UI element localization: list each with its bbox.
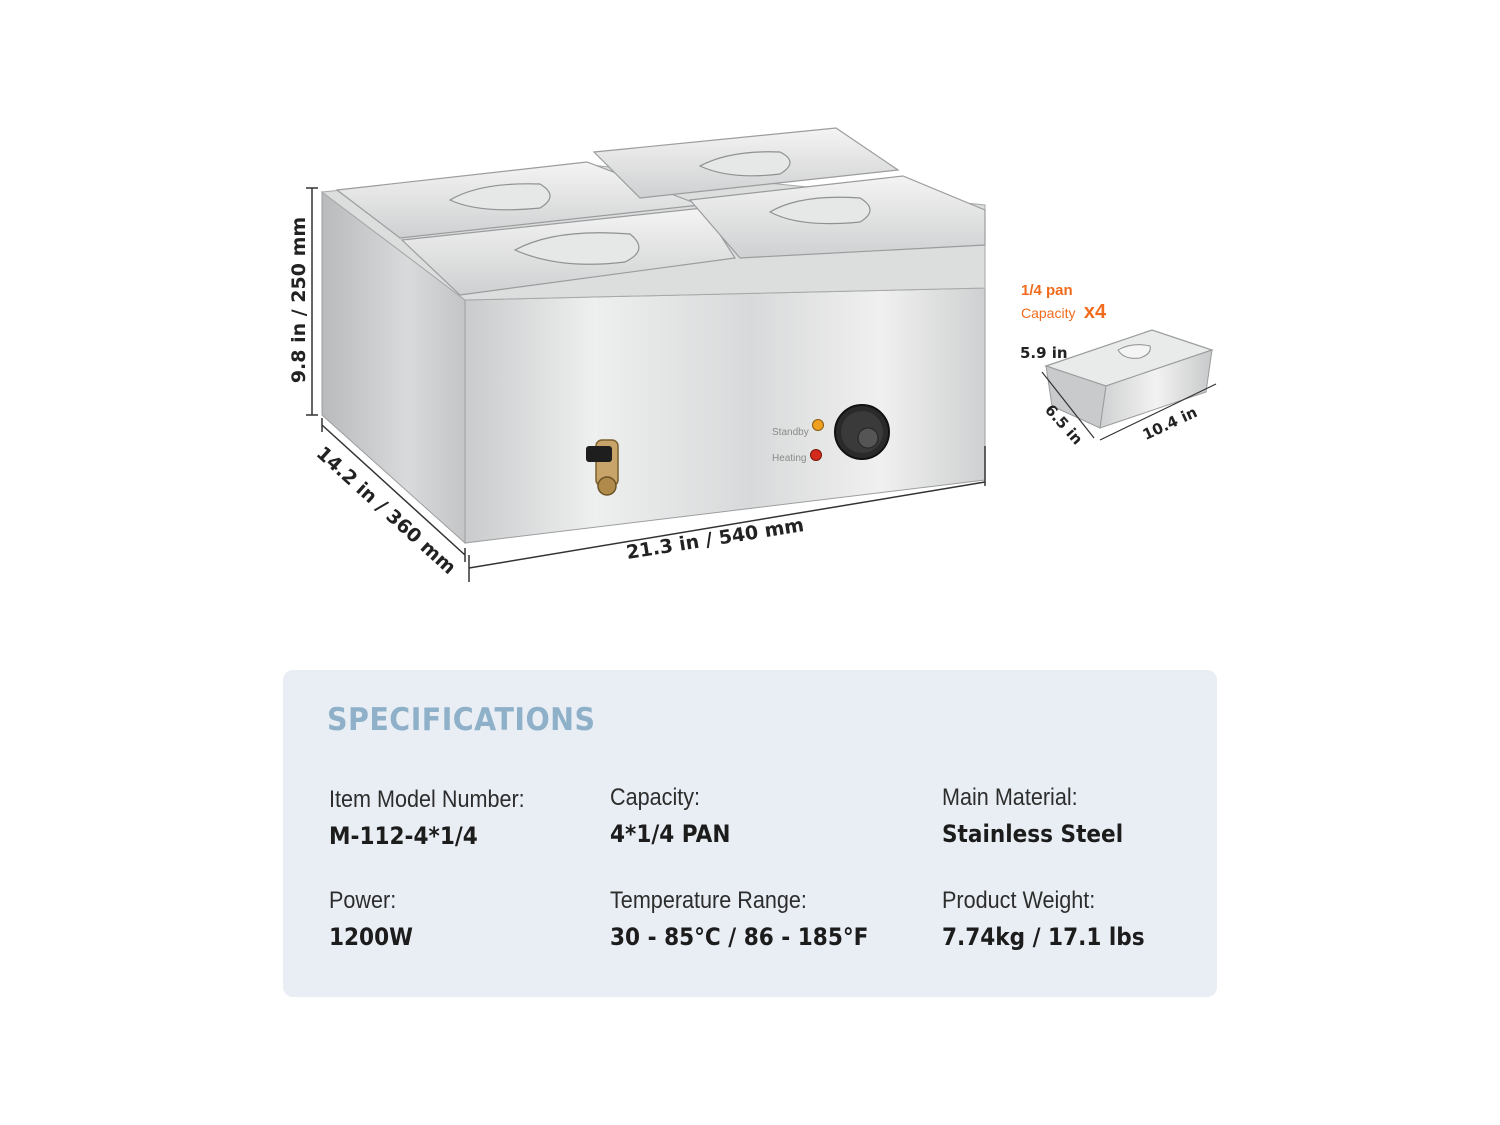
product-illustration: Standby Heating 9.8 in / 250 mm 14.2 in …: [288, 127, 1217, 582]
spec-temperature-range: Temperature Range: 30 - 85°C / 86 - 185°…: [610, 887, 897, 951]
spec-value: 30 - 85°C / 86 - 185°F: [610, 923, 869, 951]
pan-lid: [688, 175, 986, 259]
drain-valve: [586, 439, 619, 496]
specifications-heading: SPECIFICATIONS: [327, 702, 596, 738]
spec-value: Stainless Steel: [942, 820, 1124, 848]
spec-power: Power: 1200W: [329, 887, 422, 951]
pan-lid: [592, 127, 900, 199]
spec-label: Temperature Range:: [610, 887, 807, 914]
pan-lid: [400, 207, 737, 296]
pan-capacity-label: Capacity: [1021, 305, 1075, 321]
spec-label: Product Weight:: [942, 887, 1096, 914]
spec-label: Item Model Number:: [329, 786, 525, 813]
spec-label: Power:: [329, 887, 397, 914]
spec-value: M-112-4*1/4: [329, 822, 478, 850]
pan-size-label: 1/4 pan: [1021, 282, 1073, 299]
body-front-panel: [464, 287, 986, 544]
height-label: 9.8 in / 250 mm: [288, 217, 310, 383]
spec-value: 7.74kg / 17.1 lbs: [942, 923, 1145, 951]
quarter-pan: [1044, 329, 1214, 429]
heating-lamp: [810, 449, 822, 461]
pan-quantity: x4: [1084, 301, 1107, 323]
spec-value: 1200W: [329, 923, 413, 951]
spec-label: Capacity:: [610, 784, 701, 811]
spec-label: Main Material:: [942, 784, 1078, 811]
spec-capacity: Capacity: 4*1/4 PAN: [610, 784, 744, 848]
pan-capacity-line: Capacity x4: [1021, 301, 1107, 323]
spec-product-weight: Product Weight: 7.74kg / 17.1 lbs: [942, 887, 1167, 951]
pan-lid: [335, 161, 701, 239]
heating-label: Heating: [772, 453, 806, 464]
standby-lamp: [812, 419, 824, 431]
spec-value: 4*1/4 PAN: [610, 820, 731, 848]
pan-height-label: 5.9 in: [1020, 344, 1068, 362]
spec-model-number: Item Model Number: M-112-4*1/4: [329, 786, 546, 850]
thermostat-knob[interactable]: [834, 404, 890, 460]
spec-main-material: Main Material: Stainless Steel: [942, 784, 1143, 848]
height-dimension: 9.8 in / 250 mm: [288, 187, 318, 416]
standby-label: Standby: [772, 427, 809, 438]
width-label: 21.3 in / 540 mm: [625, 514, 806, 564]
specifications-panel: SPECIFICATIONS Item Model Number: M-112-…: [283, 670, 1217, 997]
